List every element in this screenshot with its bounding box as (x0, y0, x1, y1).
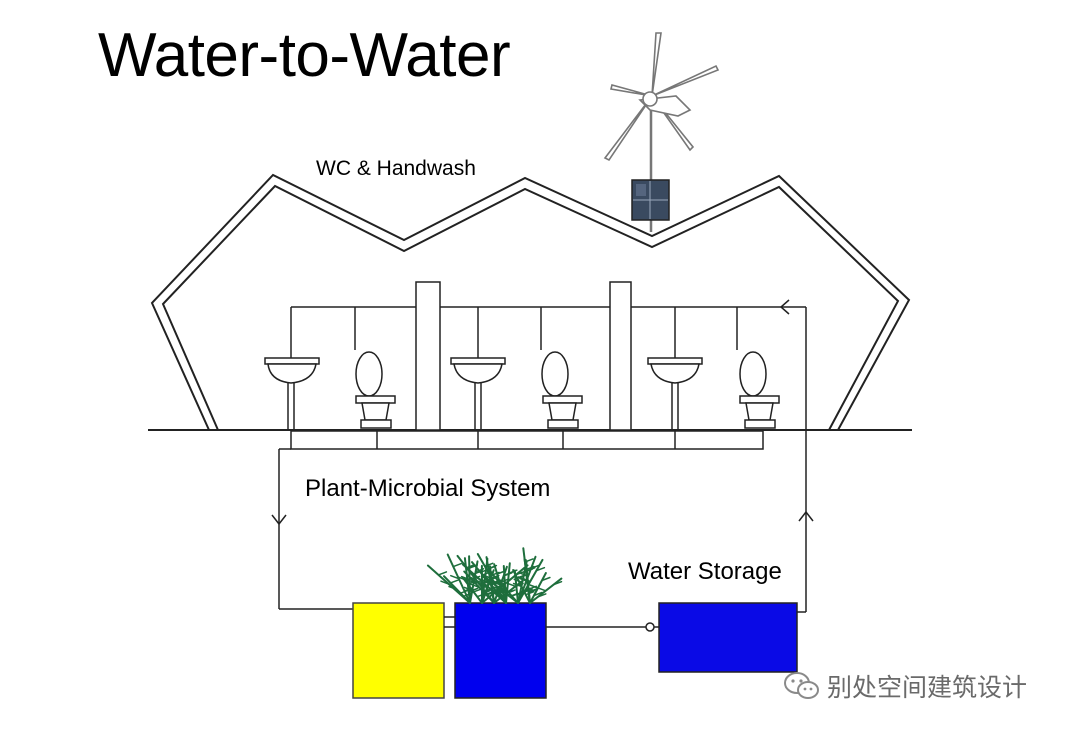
building-outline (150, 173, 911, 431)
plant-tank (454, 602, 547, 699)
storage-pipe (546, 622, 659, 632)
drainage-pipe (271, 430, 814, 610)
watermark: 别处空间建筑设计 (783, 668, 1027, 704)
toilet-3 (739, 351, 780, 429)
partition-wall-2 (609, 281, 632, 431)
wind-turbine (603, 32, 720, 232)
flow-arrow-up-icon (798, 510, 814, 522)
watermark-text: 别处空间建筑设计 (827, 673, 1028, 702)
flow-arrow-down-icon (271, 514, 287, 526)
plant-microbial-label: Plant-Microbial System (305, 475, 551, 502)
valve-icon (645, 622, 655, 632)
wc-handwash-label: WC & Handwash (316, 157, 476, 180)
sink-3 (647, 357, 703, 430)
collection-tank (352, 602, 445, 699)
water-storage-tank (658, 602, 798, 673)
sink-1 (264, 357, 320, 430)
sink-2 (450, 357, 506, 430)
plants-icon (426, 547, 563, 604)
solar-panel (631, 179, 670, 221)
water-storage-label: Water Storage (628, 558, 782, 585)
wechat-icon (784, 672, 819, 699)
flow-arrow-left-icon (779, 299, 790, 315)
partition-wall-1 (415, 281, 441, 431)
toilet-1 (355, 351, 396, 429)
supply-pipe (290, 299, 807, 612)
toilet-2 (541, 351, 583, 429)
tank-connector (444, 616, 455, 628)
page-title: Water-to-Water (98, 21, 511, 90)
